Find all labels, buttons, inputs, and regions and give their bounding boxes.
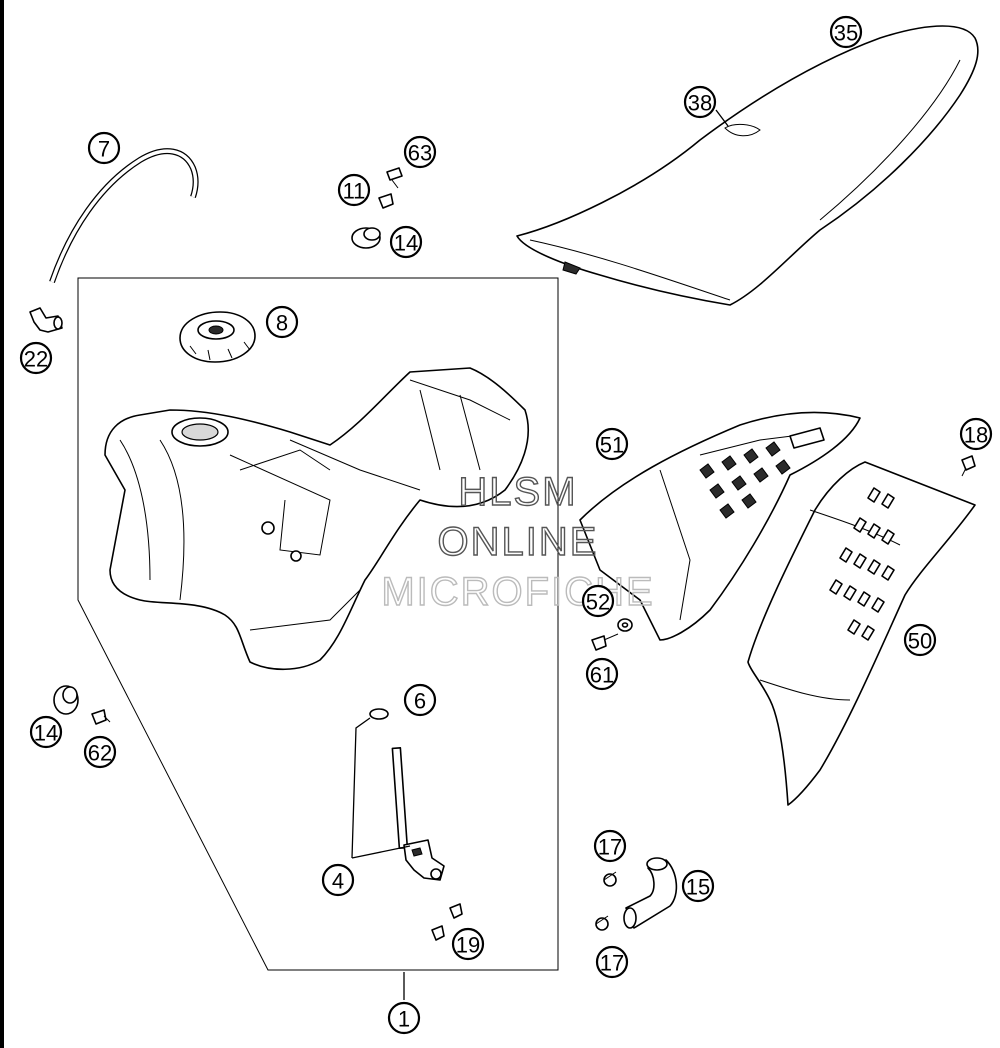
callout-35[interactable]: 35 [829, 15, 863, 49]
callout-number: 8 [276, 311, 288, 336]
callout-11[interactable]: 11 [337, 173, 371, 207]
callout-number: 17 [600, 951, 624, 976]
callout-circle [683, 85, 717, 119]
fuel-breather-hose-part[interactable] [49, 148, 199, 283]
callout-circle [903, 623, 937, 657]
callout-circle [585, 657, 619, 691]
callout-15[interactable]: 15 [681, 869, 715, 903]
callout-circle [321, 863, 355, 897]
callout-50[interactable]: 50 [903, 623, 937, 657]
callout-7[interactable]: 7 [87, 131, 121, 165]
callout-number: 50 [908, 629, 932, 654]
callout-number: 14 [394, 231, 418, 256]
callout-19[interactable]: 19 [451, 927, 485, 961]
watermark-line-3: MICROFICHE [381, 570, 654, 614]
fuel-tank-part[interactable] [104, 367, 529, 671]
hose-clamp-17-bottom-part[interactable] [595, 915, 609, 931]
callout-number: 6 [414, 689, 426, 714]
fuel-cap-part[interactable] [179, 311, 256, 363]
screw-63-part[interactable] [386, 167, 403, 189]
callout-circle [83, 735, 117, 769]
hose-nipple-part[interactable] [29, 307, 63, 333]
callout-number: 63 [408, 141, 432, 166]
leader-line-38 [715, 109, 729, 127]
screw-19-part[interactable] [431, 903, 463, 941]
screw-62-part[interactable] [91, 709, 111, 725]
watermark-line-2: ONLINE [438, 520, 599, 564]
o-ring-6-part[interactable] [369, 708, 389, 720]
callout-circle [387, 1001, 421, 1035]
callout-number: 51 [600, 433, 624, 458]
callout-number: 38 [688, 91, 712, 116]
callout-17[interactable]: 17 [595, 945, 629, 979]
watermark-line-1: HLSM [458, 470, 577, 514]
callout-number: 7 [98, 137, 110, 162]
callout-circle [959, 417, 993, 451]
callout-14[interactable]: 14 [29, 715, 63, 749]
callout-labels: 35 38 7 63 11 14 8 22 51 18 52 61 50 6 14 62 4 17 15 17 19 1 [19, 15, 993, 1035]
callout-number: 14 [34, 721, 58, 746]
callout-number: 18 [964, 423, 988, 448]
callout-22[interactable]: 22 [19, 341, 53, 375]
callout-51[interactable]: 51 [595, 427, 629, 461]
hose-clamp-17-top-part[interactable] [603, 871, 617, 887]
callout-38[interactable]: 38 [683, 85, 717, 119]
callout-circle [19, 341, 53, 375]
callout-52[interactable]: 52 [581, 584, 615, 618]
callout-63[interactable]: 63 [403, 135, 437, 169]
callout-number: 11 [343, 179, 366, 204]
leader-line-4 [351, 717, 411, 859]
callout-circle [593, 829, 627, 863]
callout-circle [681, 869, 715, 903]
page-left-border [0, 0, 4, 1048]
callout-4[interactable]: 4 [321, 863, 355, 897]
rubber-bushing-14-left-part[interactable] [53, 685, 79, 715]
callout-number: 17 [598, 835, 622, 860]
screw-18-part[interactable] [961, 455, 976, 477]
washer-52-part[interactable] [617, 618, 633, 632]
callout-circle [87, 131, 121, 165]
callout-circle [581, 584, 615, 618]
callout-8[interactable]: 8 [265, 305, 299, 339]
callout-6[interactable]: 6 [403, 683, 437, 717]
rubber-bushing-14-top-part[interactable] [351, 227, 381, 249]
callout-circle [595, 945, 629, 979]
callout-circle [595, 427, 629, 461]
callout-number: 61 [590, 663, 614, 688]
fuel-tap-4-part[interactable] [391, 747, 445, 881]
washer-11-part[interactable] [378, 193, 394, 209]
hose-15-part[interactable] [623, 857, 678, 929]
callout-circle [337, 173, 371, 207]
callout-number: 19 [456, 933, 480, 958]
callout-circle [265, 305, 299, 339]
callout-17[interactable]: 17 [593, 829, 627, 863]
callout-circle [389, 225, 423, 259]
callout-number: 4 [332, 869, 344, 894]
callout-number: 22 [24, 347, 48, 372]
callout-circle [451, 927, 485, 961]
callout-61[interactable]: 61 [585, 657, 619, 691]
callout-number: 1 [398, 1007, 410, 1032]
tank-kit-group-outline [77, 277, 559, 971]
callout-number: 52 [586, 590, 610, 615]
callout-18[interactable]: 18 [959, 417, 993, 451]
callout-number: 35 [834, 21, 858, 46]
spoiler-51-part[interactable] [579, 411, 861, 641]
callout-circle [403, 683, 437, 717]
callout-1[interactable]: 1 [387, 1001, 421, 1035]
callout-number: 62 [88, 741, 112, 766]
callout-circle [403, 135, 437, 169]
callout-number: 15 [686, 875, 710, 900]
screw-61-part[interactable] [591, 633, 619, 651]
callout-circle [29, 715, 63, 749]
callout-62[interactable]: 62 [83, 735, 117, 769]
seat-part[interactable] [516, 25, 979, 306]
callout-14[interactable]: 14 [389, 225, 423, 259]
callout-circle [829, 15, 863, 49]
side-panel-50-part[interactable] [747, 461, 976, 806]
